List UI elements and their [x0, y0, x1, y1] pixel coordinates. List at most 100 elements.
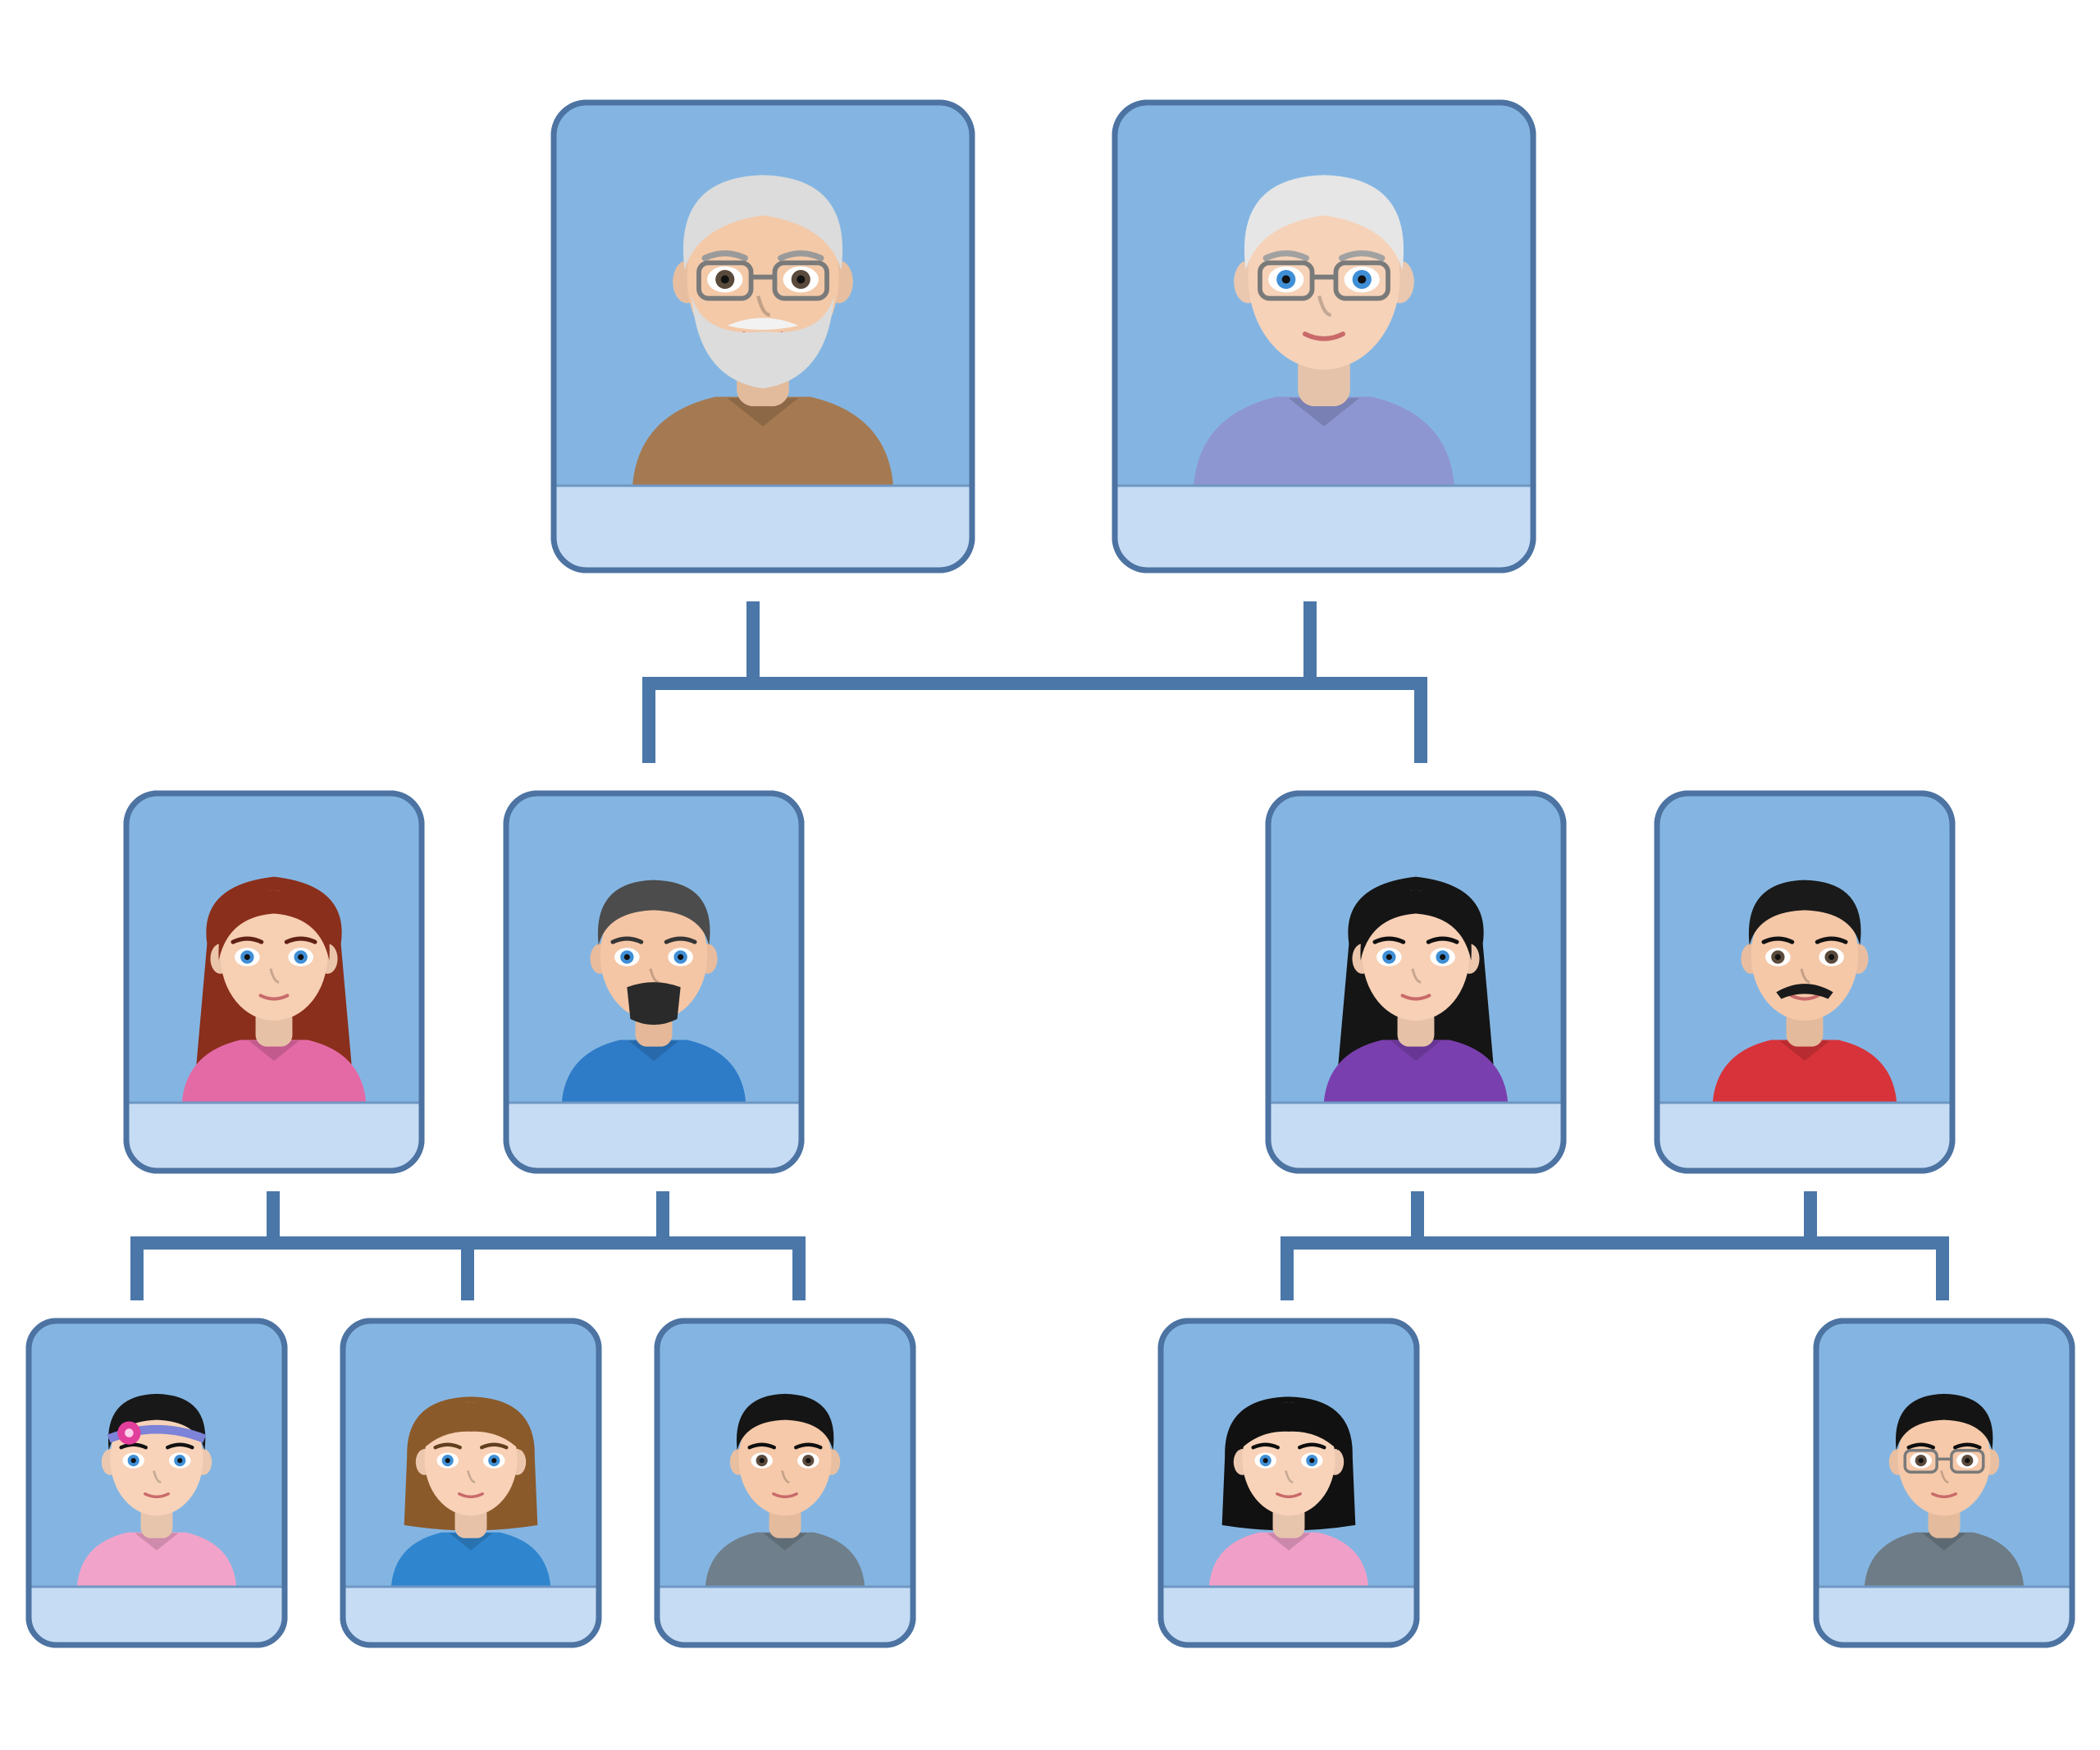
face — [1362, 889, 1470, 1021]
nose — [781, 1470, 790, 1484]
eyebrow — [166, 1442, 194, 1450]
elderly-woman-glasses-icon — [1194, 175, 1454, 486]
avatar-area — [632, 175, 893, 486]
nose — [269, 968, 280, 984]
glasses-icon — [1903, 1449, 1985, 1474]
hair-bangs — [218, 889, 330, 961]
hair — [107, 1393, 206, 1451]
eyebrow — [284, 936, 317, 944]
mouth — [772, 1492, 798, 1499]
pupil — [806, 1458, 811, 1464]
nose — [1940, 1470, 1949, 1484]
avatar-area — [76, 1393, 237, 1587]
woman-long-red-hair-icon — [181, 876, 367, 1103]
face — [738, 1402, 832, 1516]
label-background — [506, 1103, 801, 1171]
eyebrow — [1372, 936, 1406, 944]
card-border — [123, 790, 425, 1174]
mouth — [458, 1492, 484, 1499]
connector-right-family — [1281, 1191, 1949, 1300]
eyebrow — [1426, 936, 1459, 944]
pupil — [678, 953, 684, 961]
pupil — [1386, 953, 1392, 961]
pupil — [1918, 1458, 1924, 1464]
card-border — [503, 790, 805, 1174]
collar — [1922, 1533, 1966, 1551]
eyebrow — [1815, 936, 1848, 944]
mouth — [1400, 994, 1431, 1001]
eyebrow — [794, 1442, 823, 1450]
eyebrow — [1298, 1442, 1326, 1450]
pupil — [759, 1458, 765, 1464]
shirt — [1323, 1039, 1509, 1103]
nose — [649, 968, 660, 984]
label-background — [1115, 486, 1533, 570]
mouth — [144, 1492, 170, 1499]
card-border — [1265, 790, 1567, 1174]
pupil — [445, 1458, 450, 1464]
goatee — [627, 982, 681, 1026]
glasses-icon — [696, 260, 829, 301]
card-border — [1157, 1318, 1420, 1648]
nose — [1800, 968, 1810, 984]
glasses-icon — [1258, 260, 1390, 301]
collar — [727, 398, 799, 427]
pupil — [720, 275, 729, 284]
member-card-child-4 — [1157, 1318, 1420, 1648]
pupil — [244, 953, 250, 961]
boy-glasses-icon — [1864, 1393, 2025, 1587]
girl-bob-brown-hair-icon — [390, 1396, 551, 1587]
avatar-area — [705, 1393, 865, 1587]
member-card-child-3 — [654, 1318, 916, 1648]
hair — [1244, 175, 1404, 271]
girl-black-bob-icon — [1208, 1396, 1369, 1587]
shirt — [1712, 1039, 1897, 1103]
eyebrow — [1251, 1442, 1280, 1450]
pupil — [1262, 1458, 1268, 1464]
pupil — [1309, 1458, 1315, 1464]
label-background — [1816, 1587, 2072, 1645]
flower-center — [125, 1428, 134, 1437]
label-background — [343, 1587, 599, 1645]
hair — [682, 175, 843, 271]
pupil — [177, 1458, 183, 1464]
member-card-grandmother — [1112, 99, 1536, 573]
avatar-area — [390, 1396, 551, 1587]
face — [1751, 889, 1859, 1021]
label-background — [657, 1587, 913, 1645]
card-border — [340, 1318, 602, 1648]
eyebrow — [433, 1442, 462, 1450]
name-label-area — [1161, 1587, 1417, 1645]
hair-bangs — [421, 1402, 521, 1451]
pupil — [797, 275, 806, 284]
name-label-area — [1115, 486, 1533, 570]
member-card-father-left — [503, 790, 805, 1174]
man-mustache-icon — [1712, 880, 1897, 1103]
eyebrow — [1906, 1442, 1935, 1450]
face — [220, 889, 328, 1021]
woman-long-black-hair-icon — [1323, 876, 1509, 1103]
card-border — [1654, 790, 1956, 1174]
eyebrow — [701, 250, 748, 262]
hair — [736, 1393, 834, 1451]
avatar-area — [1323, 876, 1509, 1103]
mouth — [1931, 1492, 1957, 1499]
connector-gen1-to-gen2 — [642, 601, 1427, 763]
shirt — [1194, 396, 1454, 486]
hair — [1748, 880, 1861, 946]
pupil — [1440, 953, 1446, 961]
name-label-area — [554, 486, 972, 570]
eyebrow — [480, 1442, 509, 1450]
mustache — [1776, 984, 1833, 999]
shirt — [632, 396, 893, 486]
avatar-area — [1712, 880, 1897, 1103]
member-card-child-5 — [1813, 1318, 2075, 1648]
avatar-area — [1208, 1396, 1369, 1587]
eyebrow — [1953, 1442, 1982, 1450]
nose — [1317, 295, 1332, 318]
elderly-man-beard-glasses-icon — [632, 175, 893, 486]
collar — [1267, 1533, 1311, 1551]
card-border — [1112, 99, 1536, 573]
eyebrow — [747, 1442, 776, 1450]
